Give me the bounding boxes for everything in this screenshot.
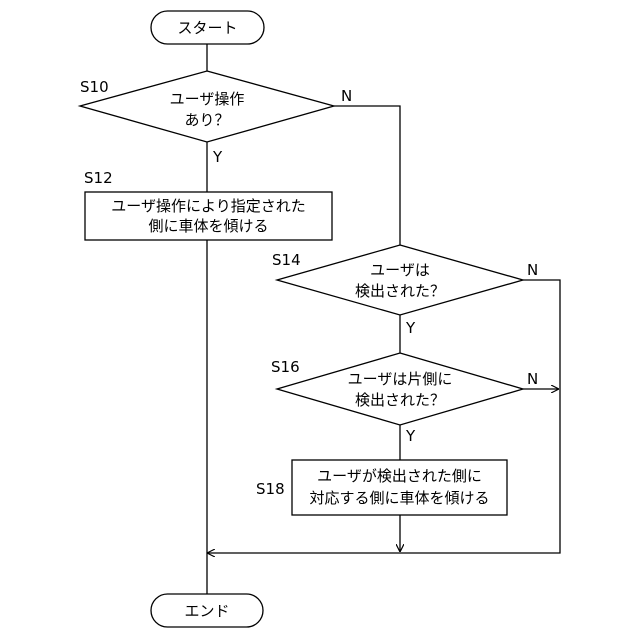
s10-decision: ユーザ操作 あり？ [80, 71, 334, 142]
start-terminal: スタート [151, 11, 264, 44]
s18-step-id: S18 [256, 480, 285, 498]
s10-text-line1: ユーザ操作 [170, 90, 245, 108]
end-terminal: エンド [151, 594, 263, 627]
s18-process: ユーザが検出された側に 対応する側に車体を傾ける [292, 460, 507, 515]
s14-yes-label: Y [405, 319, 416, 337]
s16-text-line2: 検出された？ [355, 391, 445, 409]
end-label: エンド [184, 602, 229, 620]
s10-yes-label: Y [212, 148, 223, 166]
connector-s10-no-s14 [334, 106, 400, 245]
s16-text-line1: ユーザは片側に [348, 370, 453, 388]
s10-step-id: S10 [80, 78, 109, 96]
s10-text-line2: あり？ [184, 111, 229, 129]
s16-step-id: S16 [271, 358, 300, 376]
s16-decision: ユーザは片側に 検出された？ [277, 353, 523, 425]
s14-decision: ユーザは 検出された？ [277, 245, 523, 315]
s16-no-label: N [527, 370, 538, 388]
s12-text-line1: ユーザ操作により指定された [111, 197, 305, 215]
s14-step-id: S14 [272, 251, 301, 269]
s18-text-line1: ユーザが検出された側に [317, 467, 482, 485]
start-label: スタート [177, 19, 237, 37]
s12-process: ユーザ操作により指定された 側に車体を傾ける [85, 192, 332, 240]
s18-text-line2: 対応する側に車体を傾ける [309, 489, 489, 507]
s10-no-label: N [341, 87, 352, 105]
s14-no-label: N [527, 261, 538, 279]
s14-text-line1: ユーザは [370, 261, 430, 279]
s16-yes-label: Y [405, 427, 416, 445]
s12-text-line2: 側に車体を傾ける [148, 217, 268, 235]
s12-step-id: S12 [84, 169, 113, 187]
s14-text-line2: 検出された？ [355, 282, 445, 300]
